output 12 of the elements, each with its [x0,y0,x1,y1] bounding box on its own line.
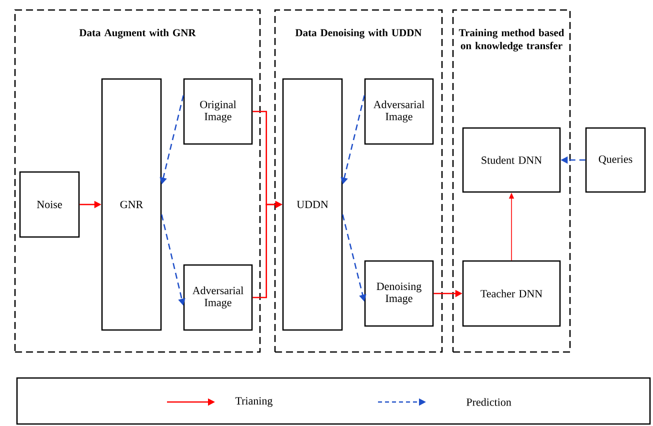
legend-label: Prediction [466,398,512,406]
process-box: UDDN [282,78,343,331]
process-box: Adversarial Image [364,78,434,145]
process-box: Adversarial Image [183,264,253,331]
process-box: Noise [19,171,80,238]
process-box: Denoising Image [364,260,434,327]
process-box: Original Image [183,78,253,145]
legend-label: Trianing [235,397,272,407]
process-box: Teacher DNN [462,260,561,327]
process-box: Student DNN [462,127,561,193]
process-box: GNR [101,78,162,331]
process-box: Queries [585,127,646,193]
